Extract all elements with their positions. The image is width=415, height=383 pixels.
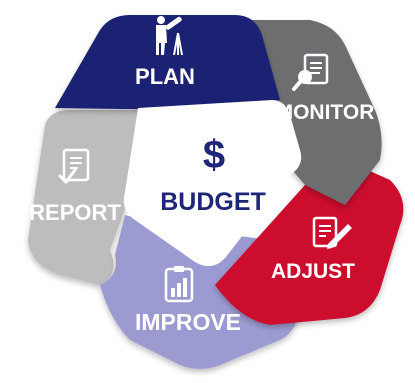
center-budget-label: BUDGET	[160, 188, 266, 216]
segment-adjust	[215, 160, 404, 325]
document-check-icon	[58, 148, 90, 185]
dollar-symbol: $	[203, 133, 225, 177]
cycle-segments	[28, 15, 404, 369]
segment-plan	[55, 15, 280, 110]
document-pen-icon	[312, 216, 352, 249]
clipboard-chart-icon	[164, 266, 194, 303]
label-report: REPORT	[29, 200, 121, 225]
document-magnifier-icon	[292, 53, 329, 91]
label-monitor: MONITOR	[276, 101, 375, 124]
label-improve: IMPROVE	[135, 309, 241, 335]
label-plan: PLAN	[135, 64, 195, 89]
label-adjust: ADJUST	[271, 260, 355, 283]
center-pentagon	[123, 100, 302, 267]
telescope-person-icon	[156, 16, 183, 56]
